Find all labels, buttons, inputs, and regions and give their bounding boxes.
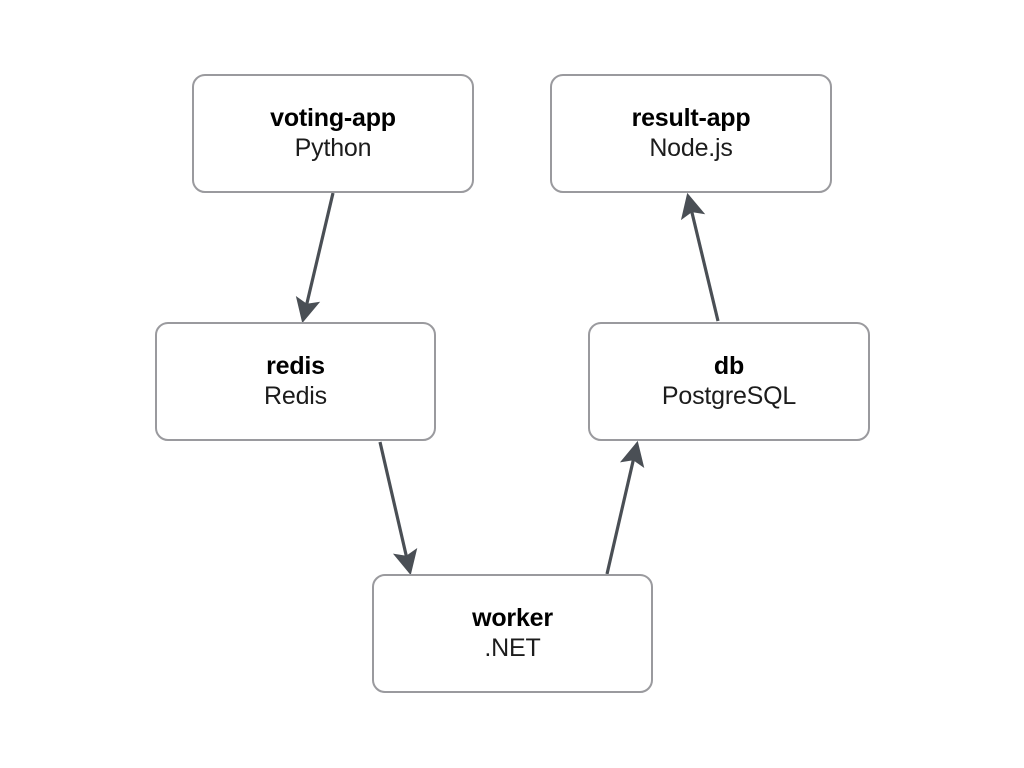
- node-technology: Python: [294, 134, 372, 162]
- node-result-app[interactable]: result-app Node.js: [550, 74, 832, 193]
- node-title: redis: [266, 352, 325, 380]
- edge-voting-app-to-redis: [295, 192, 335, 324]
- edge-worker-to-db: [605, 440, 645, 575]
- node-technology: Redis: [264, 382, 327, 410]
- node-voting-app[interactable]: voting-app Python: [192, 74, 474, 193]
- node-worker[interactable]: worker .NET: [372, 574, 653, 693]
- node-technology: .NET: [484, 634, 541, 662]
- node-title: result-app: [631, 104, 751, 132]
- node-title: worker: [472, 604, 553, 632]
- edge-redis-to-worker: [378, 441, 418, 576]
- node-db[interactable]: db PostgreSQL: [588, 322, 870, 441]
- edge-db-to-result-app: [680, 192, 720, 322]
- node-title: db: [713, 352, 745, 380]
- node-redis[interactable]: redis Redis: [155, 322, 436, 441]
- node-title: voting-app: [270, 104, 396, 132]
- node-technology: PostgreSQL: [661, 382, 797, 410]
- node-technology: Node.js: [649, 134, 733, 162]
